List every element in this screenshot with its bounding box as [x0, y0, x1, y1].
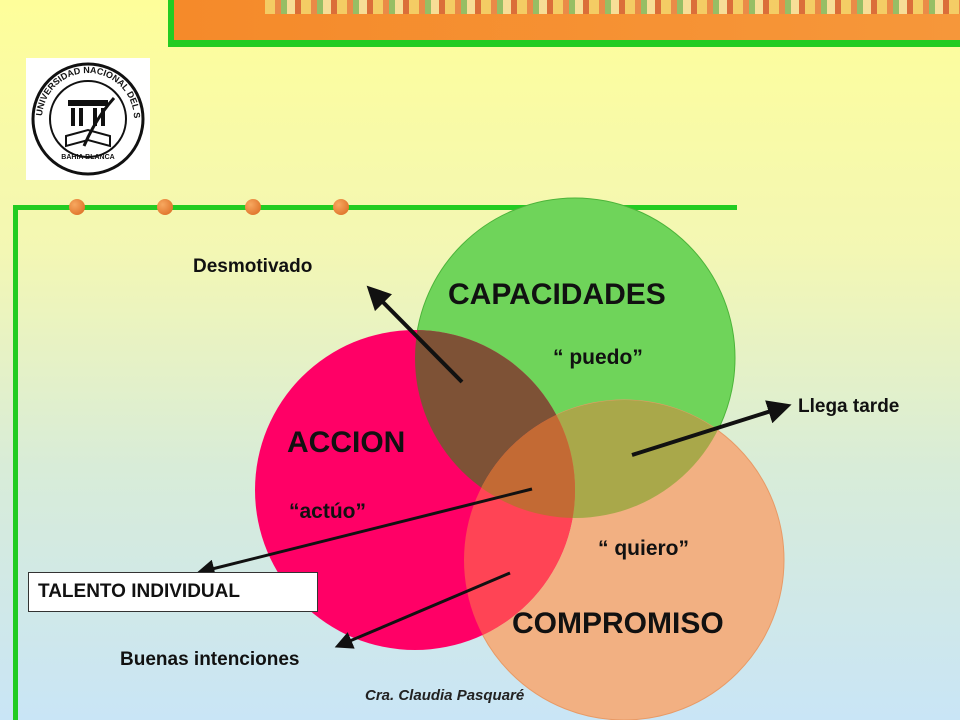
- overlap-center: [464, 400, 575, 518]
- llega-tarde-label: Llega tarde: [798, 396, 900, 417]
- talento-individual-box: TALENTO INDIVIDUAL: [28, 572, 318, 612]
- compromiso-title: COMPROMISO: [512, 607, 724, 640]
- arrow-buenas-intenciones: [334, 571, 511, 649]
- orange-bullet-dot: [157, 199, 173, 215]
- accion-quote: “actúo”: [289, 500, 367, 523]
- seal-bottom-text: BAHIA BLANCA: [61, 154, 114, 161]
- arrow-llega-tarde: [631, 400, 792, 457]
- banner-green-line: [168, 40, 960, 47]
- banner-green-edge: [168, 0, 174, 47]
- buenas-intenciones-label: Buenas intenciones: [120, 649, 300, 670]
- desmotivado-label: Desmotivado: [193, 256, 313, 277]
- university-seal-logo: UNIVERSIDAD NACIONAL DEL SUR BAHIA BLANC…: [23, 50, 150, 180]
- capacidades-quote: “ puedo”: [553, 346, 643, 369]
- author-footer: Cra. Claudia Pasquaré: [365, 687, 525, 704]
- compromiso-quote: “ quiero”: [598, 537, 690, 560]
- top-green-rule: [13, 205, 737, 210]
- orange-bullet-dot: [333, 199, 349, 215]
- left-green-rule: [13, 206, 18, 720]
- seal-icon: UNIVERSIDAD NACIONAL DEL SUR BAHIA BLANC…: [23, 50, 145, 176]
- orange-bullet-dot: [69, 199, 85, 215]
- arrow-desmotivado: [366, 285, 464, 384]
- banner-floral-strip: [265, 0, 960, 14]
- capacidades-title: CAPACIDADES: [448, 278, 666, 311]
- orange-bullet-dot: [245, 199, 261, 215]
- arrow-talento: [196, 487, 533, 578]
- accion-title: ACCION: [287, 426, 406, 459]
- overlap-accion-capacidades: [415, 330, 575, 518]
